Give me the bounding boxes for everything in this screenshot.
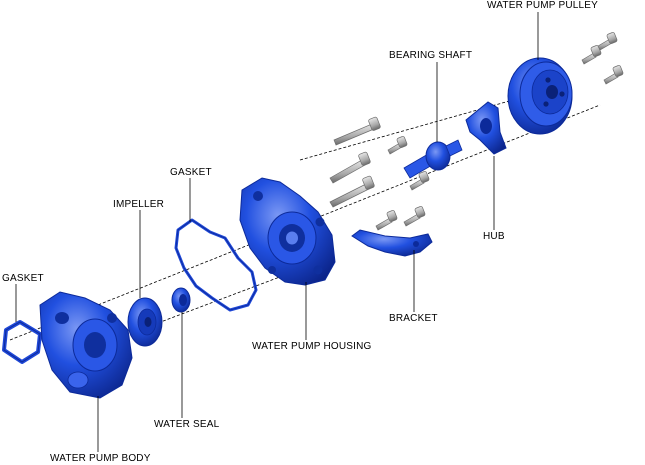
- label-hub: HUB: [483, 231, 505, 242]
- impeller-part: [127, 297, 163, 347]
- leader-lines: [15, 12, 539, 452]
- water-pump-pulley-part: [507, 57, 573, 135]
- label-water-seal: WATER SEAL: [154, 419, 220, 430]
- long-bolt-2: [329, 151, 371, 184]
- short-bolt-2: [409, 171, 430, 191]
- short-bolt-3: [375, 210, 398, 231]
- pulley-bolt-2: [597, 32, 618, 51]
- water-seal-part: [171, 287, 191, 313]
- water-pump-body-part: [39, 291, 133, 399]
- short-bolt-4: [403, 206, 426, 227]
- bracket-part: [351, 229, 433, 257]
- water-pump-housing-part: [239, 177, 336, 286]
- label-bracket: BRACKET: [389, 313, 438, 324]
- label-impeller: IMPELLER: [113, 199, 165, 210]
- label-gasket-left: GASKET: [2, 273, 44, 284]
- gasket-upper-part: [174, 218, 258, 312]
- label-water-pump-body: WATER PUMP BODY: [50, 453, 151, 464]
- long-bolt-3: [329, 175, 375, 208]
- label-bearing-shaft: BEARING SHAFT: [389, 50, 473, 61]
- bolts-group: [329, 32, 624, 231]
- bearing-shaft-part: [403, 139, 463, 179]
- hub-part: [465, 101, 507, 155]
- pulley-bolt-1: [581, 45, 602, 65]
- long-bolt-1: [333, 116, 381, 146]
- short-bolt-1: [387, 136, 408, 155]
- label-gasket-upper: GASKET: [170, 167, 212, 178]
- label-water-pump-pulley: WATER PUMP PULLEY: [487, 0, 599, 11]
- gasket-left-part: [2, 320, 42, 364]
- label-water-pump-housing: WATER PUMP HOUSING: [252, 341, 372, 352]
- pulley-bolt-3: [603, 65, 624, 85]
